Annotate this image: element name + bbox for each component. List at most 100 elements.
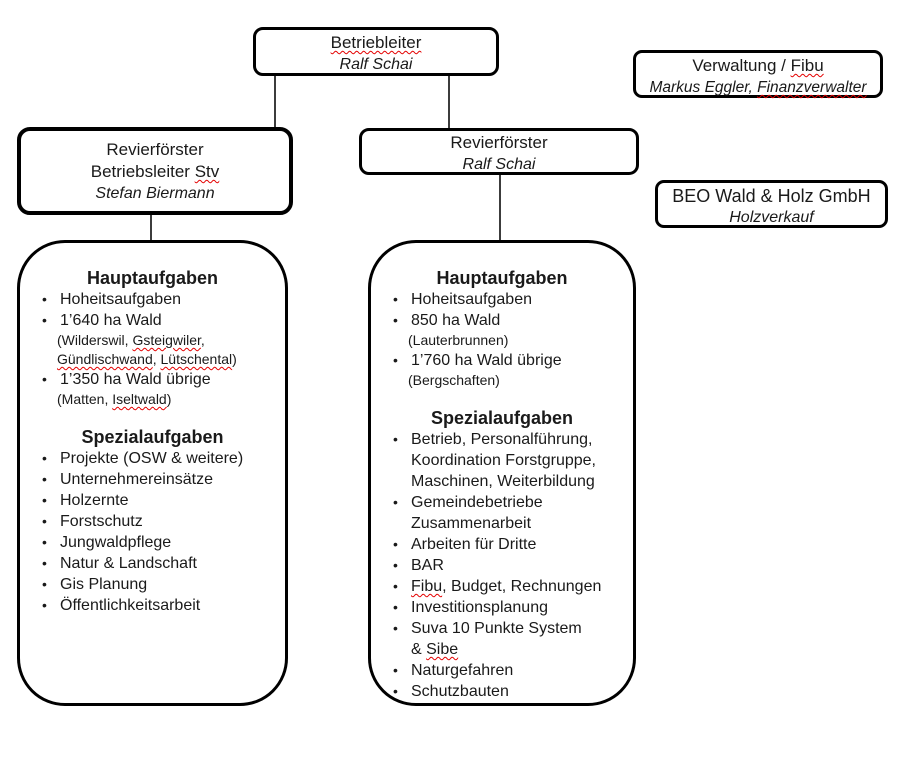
misspelled-text: Betriebleiter — [330, 33, 422, 52]
panel-line: • Fibu, Budget, Rechnungen — [371, 576, 633, 597]
text-run: Hauptaufgaben — [436, 268, 568, 288]
text-run: 1’760 ha Wald übrige — [411, 352, 562, 369]
panel-line: • Forstschutz — [20, 511, 285, 532]
panel-line: •850 ha Wald — [371, 310, 633, 331]
panel-line: •Projekte (OSW & weitere) — [20, 448, 285, 469]
panel-line — [371, 390, 633, 407]
text-run: Ralf Schai — [462, 156, 536, 173]
text-run: 850 ha Wald — [411, 312, 501, 329]
panel-line: • Betrieb, Personalführung, — [371, 429, 633, 450]
bullet-icon: • — [42, 471, 47, 487]
bullet-icon: • — [393, 431, 398, 447]
panel-line: & Sibe — [371, 639, 633, 660]
bullet-icon: • — [393, 291, 398, 307]
text-run: Hoheitsaufgaben — [411, 291, 532, 308]
bullet-icon: • — [42, 534, 47, 550]
panel-middle-tasks: Hauptaufgaben•Hoheitsaufgaben•850 ha Wal… — [368, 240, 636, 706]
text-run: Gemeindebetriebe — [411, 494, 543, 511]
panel-line: •Natur & Landschaft — [20, 553, 285, 574]
misspelled-text: Finanzverwalter — [757, 79, 867, 96]
panel-line: Maschinen, Weiterbildung — [371, 471, 633, 492]
misspelled-text: Iseltwald — [112, 391, 167, 407]
bullet-icon: • — [42, 513, 47, 529]
panel-line: •Naturgefahren — [371, 660, 633, 681]
bullet-icon: • — [393, 599, 398, 615]
panel-line: • 1’350 ha Wald übrige — [20, 369, 285, 390]
misspelled-text: Gündlischwand — [57, 351, 153, 367]
text-run: Gis Planung — [60, 576, 148, 593]
text-run: (Wilderswil, — [57, 332, 133, 348]
panel-line: • Gemeindebetriebe — [371, 492, 633, 513]
bullet-icon: • — [393, 352, 398, 368]
bullet-icon: • — [393, 557, 398, 573]
text-run: Maschinen, Weiterbildung — [411, 473, 595, 490]
node-verwaltung-person: Markus Eggler, Finanzverwalter — [636, 77, 880, 98]
text-run: Forstschutz — [60, 513, 143, 530]
text-run: Ralf Schai — [339, 56, 413, 73]
connector-middle-node-to-panel — [499, 174, 501, 242]
panel-line: • Hoheitsaufgaben — [371, 289, 633, 310]
connector-left-node-to-panel — [150, 214, 152, 242]
text-run: Projekte (OSW & weitere) — [60, 450, 244, 467]
text-run: Spezialaufgaben — [81, 427, 224, 447]
panel-line: (Wilderswil, Gsteigwiler, — [20, 331, 285, 350]
misspelled-text: Lütschental — [160, 351, 233, 367]
text-run: , — [200, 332, 205, 348]
text-run: Revierförster — [106, 140, 204, 159]
node-revier-links-title2: Betriebsleiter Stv — [21, 161, 289, 183]
bullet-icon: • — [393, 494, 398, 510]
panel-line: •BAR — [371, 555, 633, 576]
panel-left-tasks: Hauptaufgaben•Hoheitsaufgaben•1’640 ha W… — [17, 240, 288, 706]
node-betriebsleiter-title: Betriebleiter — [256, 32, 496, 54]
text-run: Revierförster — [450, 133, 548, 152]
text-run: Hauptaufgaben — [86, 268, 218, 288]
text-run: 1’350 ha Wald übrige — [60, 371, 211, 388]
panel-line: •Arbeiten für Dritte — [371, 534, 633, 555]
panel-line: •Suva 10 Punkte System — [371, 618, 633, 639]
text-run: (Matten, — [57, 391, 113, 407]
node-revier-mitte-person: Ralf Schai — [362, 154, 636, 175]
text-run: ) — [166, 391, 172, 407]
node-revier-links-person: Stefan Biermann — [21, 183, 289, 204]
bullet-icon: • — [393, 620, 398, 636]
bullet-icon: • — [42, 597, 47, 613]
text-run: Holzverkauf — [729, 209, 814, 226]
bullet-icon: • — [42, 576, 47, 592]
panel-line: Zusammenarbeit — [371, 513, 633, 534]
node-beo-person: Holzverkauf — [658, 207, 885, 228]
node-verwaltung-fibu: Verwaltung / Fibu Markus Eggler, Finanzv… — [633, 50, 883, 98]
misspelled-text: Gsteigwiler — [132, 332, 201, 348]
bullet-icon: • — [42, 492, 47, 508]
text-run: , Budget, Rechnungen — [442, 578, 602, 595]
panel-line: (Matten, Iseltwald) — [20, 390, 285, 409]
panel-line: • Gis Planung — [20, 574, 285, 595]
misspelled-text: Sibe — [426, 641, 459, 658]
panel-line: • 1’760 ha Wald übrige — [371, 350, 633, 371]
connector-top-to-left-node — [274, 76, 276, 128]
text-run: Öffentlichkeitsarbeit — [60, 597, 201, 614]
panel-line: (Bergschaften) — [371, 371, 633, 390]
text-run: Holzernte — [60, 492, 129, 509]
node-betriebsleiter-person: Ralf Schai — [256, 54, 496, 75]
text-run: Hoheitsaufgaben — [60, 291, 181, 308]
text-run: (Bergschaften) — [408, 372, 500, 388]
node-beo-wald-holz: BEO Wald & Holz GmbH Holzverkauf — [655, 180, 888, 228]
panel-line: •Schutzbauten — [371, 681, 633, 702]
text-run: Jungwaldpflege — [60, 534, 172, 551]
text-run: Natur & Landschaft — [60, 555, 197, 572]
node-revierfoerster-links: Revierförster Betriebsleiter Stv Stefan … — [17, 127, 293, 215]
text-run: Verwaltung / — [692, 56, 791, 75]
text-run: Betrieb, Personalführung, — [411, 431, 593, 448]
panel-heading: Spezialaufgaben — [20, 426, 285, 448]
panel-line: •Hoheitsaufgaben — [20, 289, 285, 310]
node-revier-links-title: Revierförster — [21, 139, 289, 161]
misspelled-text: Fibu — [411, 578, 443, 595]
panel-heading: Hauptaufgaben — [371, 267, 633, 289]
bullet-icon: • — [393, 578, 398, 594]
text-run: Arbeiten für Dritte — [411, 536, 537, 553]
panel-line: •1’640 ha Wald — [20, 310, 285, 331]
bullet-icon: • — [42, 371, 47, 387]
text-run: & — [411, 641, 427, 658]
text-run: ) — [232, 351, 237, 367]
text-run: Stefan Biermann — [95, 185, 215, 202]
